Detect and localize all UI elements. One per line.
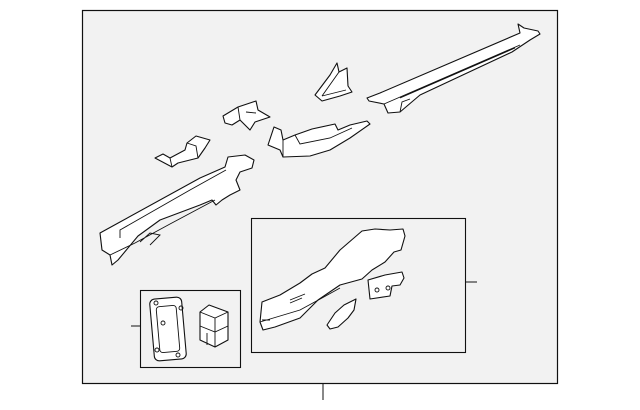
bracket-upper: [222, 100, 271, 131]
rocker-reinforcement: [366, 23, 541, 114]
spacer-block: [199, 304, 229, 348]
bracket-small: [154, 135, 211, 168]
rail-extension: [267, 120, 371, 158]
gusset: [314, 62, 353, 102]
rail-assembly-inset: [250, 217, 477, 354]
front-rail-left: [99, 154, 255, 266]
mount-plate: [149, 296, 187, 362]
hardware-inset: [131, 289, 242, 369]
